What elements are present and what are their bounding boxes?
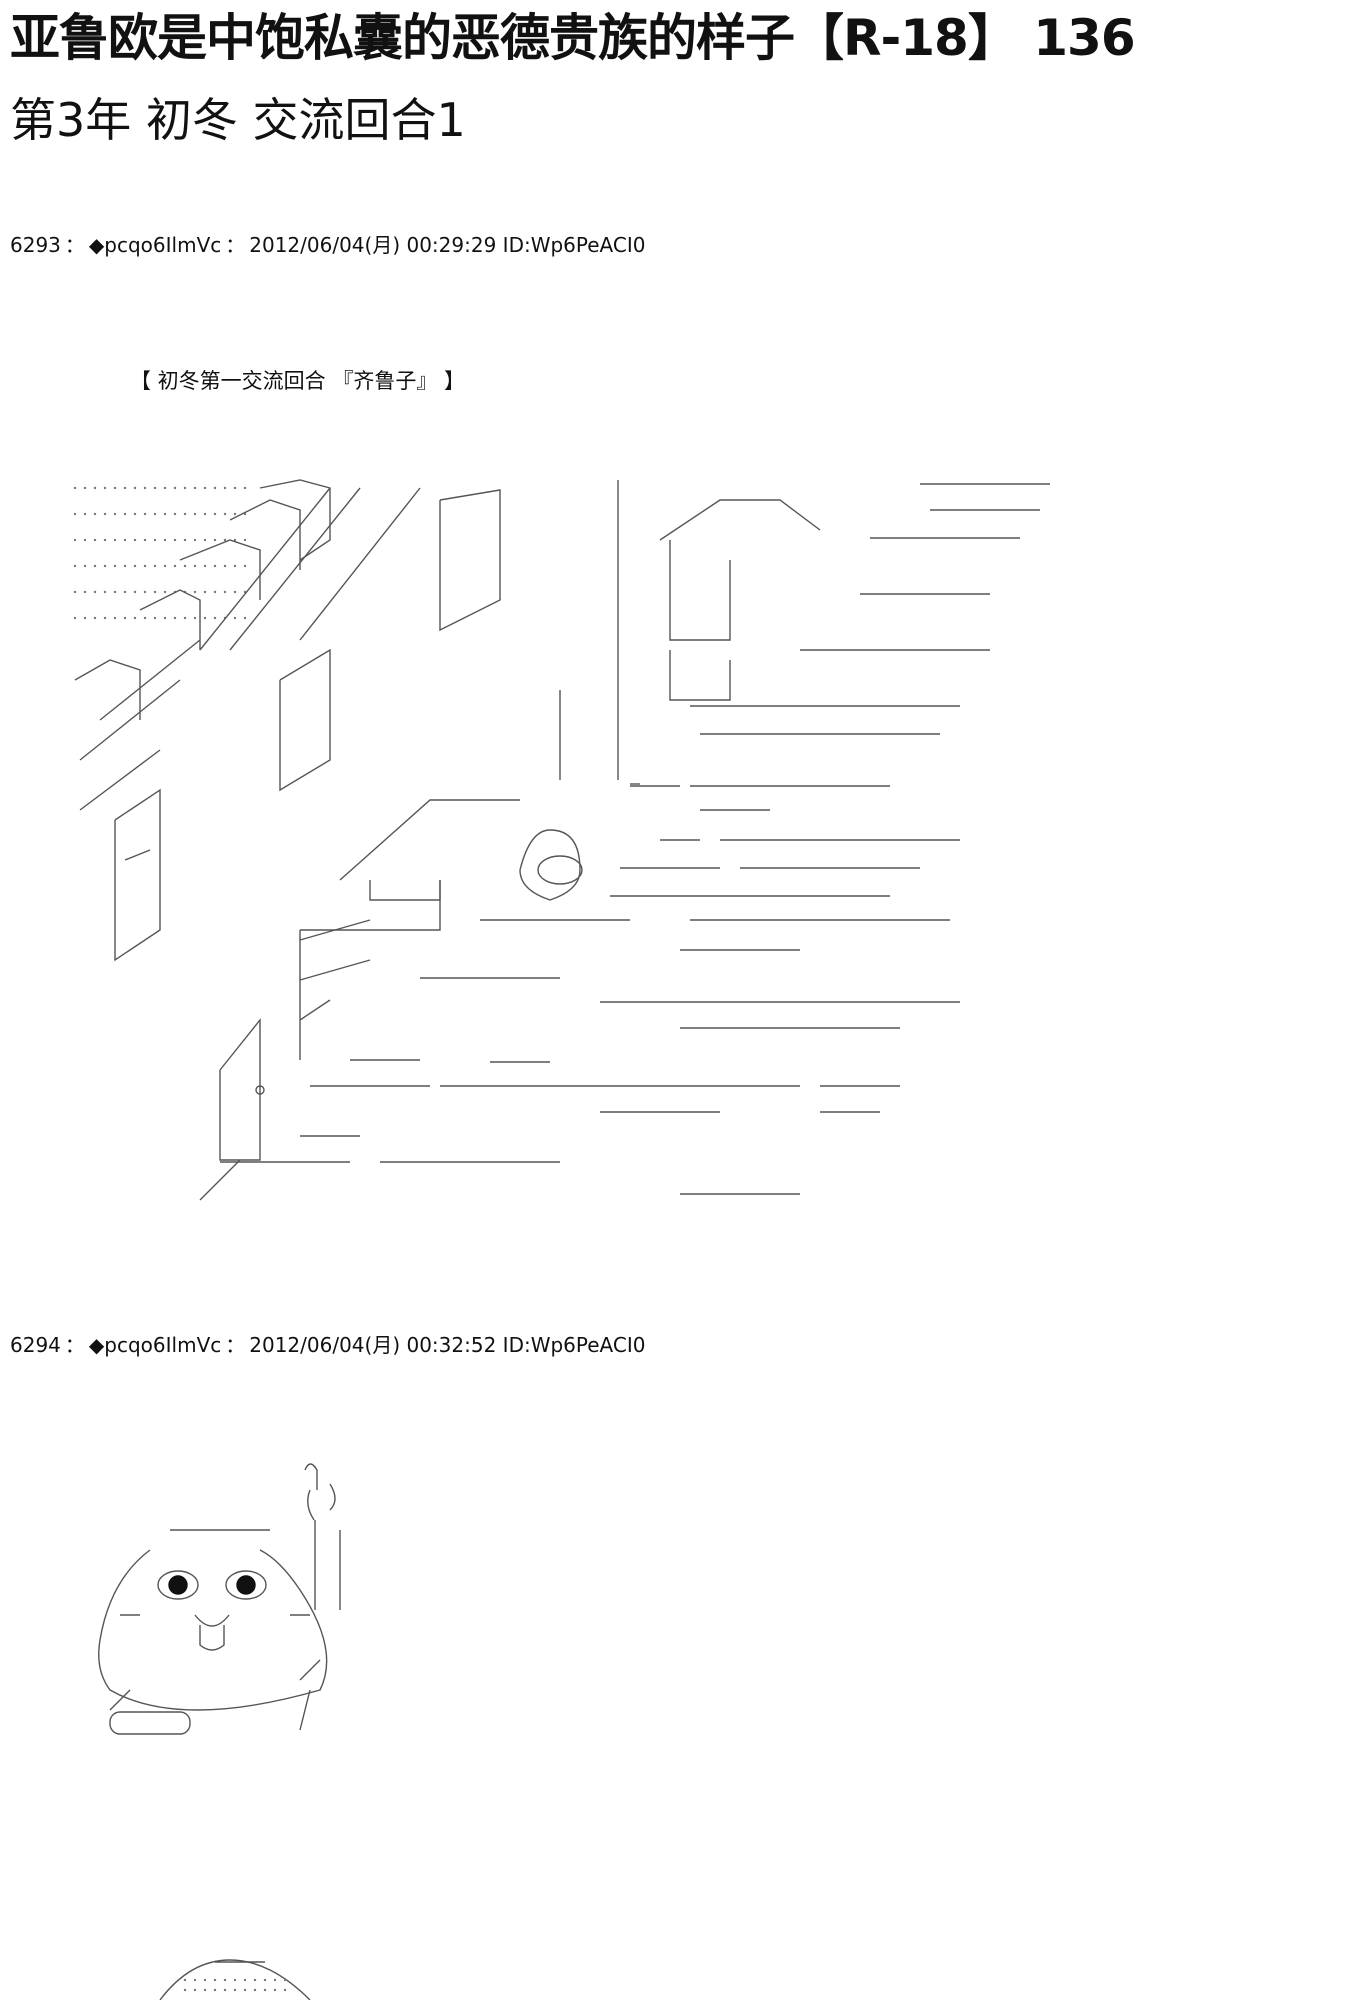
ascii-art-character-raising-hand: [98, 1463, 341, 1735]
post-header: 6293：◆pcqo6IlmVc：2012/06/04(月) 00:29:29 …: [10, 232, 645, 258]
post-header: 6294：◆pcqo6IlmVc：2012/06/04(月) 00:32:52 …: [10, 1332, 645, 1358]
left-eye: [168, 1575, 188, 1595]
post-date: 2012/06/04(月) 00:29:29: [249, 233, 497, 257]
post-user: ◆pcqo6IlmVc: [88, 1333, 222, 1357]
post-date: 2012/06/04(月) 00:32:52: [249, 1333, 497, 1357]
page-title: 亚鲁欧是中饱私囊的恶德贵族的样子【R-18】 136: [10, 9, 1136, 67]
window-frame: [259, 479, 331, 561]
post-number: 6293: [10, 233, 61, 257]
dotted-texture: [73, 486, 247, 620]
post-separator: ：: [64, 233, 85, 257]
post-separator: ：: [64, 1333, 85, 1357]
window-frame: [74, 659, 141, 720]
chapter-subtitle: 第3年 初冬 交流回合1: [10, 93, 466, 147]
window-frame: [139, 589, 201, 650]
right-eye: [236, 1575, 256, 1595]
window-frame: [229, 499, 301, 570]
post-separator: ：: [225, 233, 246, 257]
post-id: ID:Wp6PeACI0: [502, 233, 646, 257]
post-separator: ：: [225, 1333, 246, 1357]
floor-texture: [220, 483, 1050, 1195]
figure-outline: [519, 829, 581, 901]
post-body-text: 【 初冬第一交流回合 『齐鲁子』 】: [130, 369, 466, 393]
post-user: ◆pcqo6IlmVc: [88, 233, 222, 257]
ascii-art-character-partial: [159, 1959, 311, 2000]
post-number: 6294: [10, 1333, 61, 1357]
post-id: ID:Wp6PeACI0: [502, 1333, 646, 1357]
ascii-art-room-scene: [73, 479, 1050, 1201]
